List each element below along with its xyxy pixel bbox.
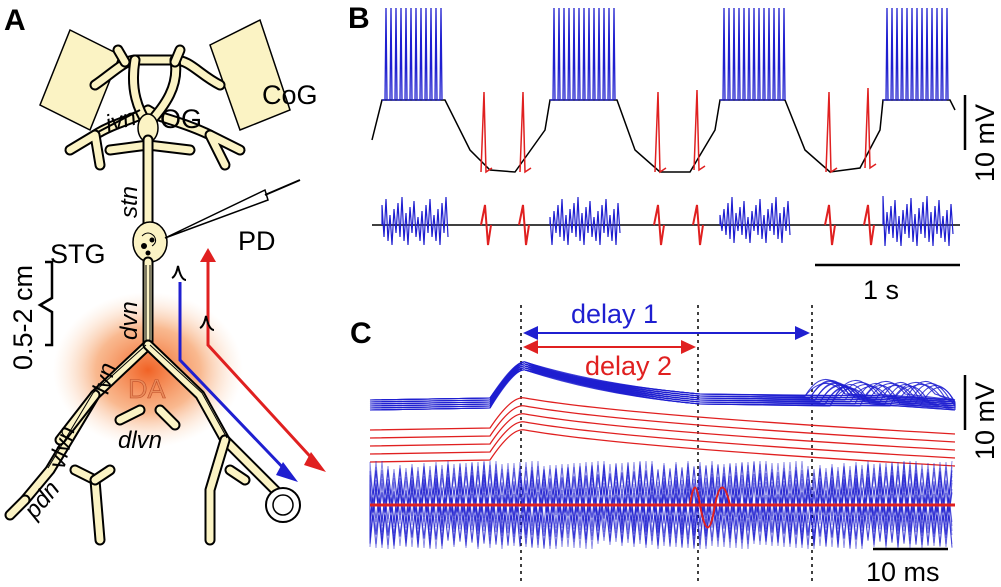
red-spike	[825, 91, 838, 174]
overlay-trace	[369, 361, 956, 403]
scale-c-voltage: 10 mV	[970, 382, 1000, 460]
overlay-trace	[369, 363, 956, 405]
red-overlay	[369, 429, 956, 467]
blue-arrow	[178, 282, 292, 477]
extracellular-red	[480, 204, 492, 246]
extracellular-red	[692, 204, 704, 246]
label-da: DA	[128, 374, 166, 404]
extracellular-red	[518, 204, 530, 246]
red-overlay	[369, 421, 956, 459]
extracellular-burst	[549, 196, 621, 246]
extracellular-red	[863, 204, 875, 246]
delay1-label: delay 1	[571, 299, 658, 329]
label-distance: 0.5-2 cm	[8, 265, 38, 370]
panel-c: C delay 1 delay 2 10 mV 10 ms	[350, 299, 1000, 587]
label-cog: CoG	[262, 80, 318, 110]
extracellular-trace	[372, 195, 960, 247]
red-overlay	[369, 413, 956, 451]
label-dlvn: dlvn	[118, 427, 162, 454]
red-arrow	[206, 258, 320, 467]
ring-electrode	[265, 487, 301, 523]
panel-b-label: B	[348, 2, 370, 35]
label-stg: STG	[50, 239, 106, 269]
burst-spikes	[382, 7, 443, 101]
red-overlay	[369, 405, 956, 443]
intracellular-trace	[371, 7, 956, 174]
panel-c-label: C	[350, 317, 372, 350]
stg-ganglion	[132, 221, 168, 263]
red-spike	[693, 89, 706, 172]
red-spike	[519, 91, 532, 174]
overlay-trace	[369, 365, 956, 407]
label-og: OG	[160, 104, 202, 134]
spike-icon	[171, 265, 187, 281]
cog-right	[209, 18, 291, 131]
scale-c-time: 10 ms	[866, 557, 940, 587]
noise-trace	[369, 460, 953, 550]
panel-a-diagram: A	[4, 4, 326, 546]
red-spike	[480, 91, 493, 174]
cog-left	[39, 28, 121, 132]
red-extracellular	[370, 486, 955, 529]
overlay-trace	[369, 369, 956, 411]
overlay-traces	[369, 361, 956, 467]
da-glow	[53, 292, 243, 448]
extracellular-burst	[719, 196, 791, 244]
spike-icon	[199, 315, 215, 331]
extracellular-burst	[381, 196, 449, 246]
label-stn: stn	[116, 186, 143, 218]
label-pd: PD	[238, 226, 276, 256]
burst-spikes	[720, 7, 786, 101]
label-dvn: dvn	[116, 301, 143, 340]
panel-b: B 10 mV 1 s	[348, 2, 1000, 305]
panel-a-label: A	[4, 4, 26, 37]
burst-spikes	[550, 7, 616, 101]
label-pdn: pdn	[18, 476, 65, 525]
label-vlvn: vlvn	[44, 423, 81, 471]
extracellular-red	[653, 204, 665, 246]
burst-spikes	[883, 7, 949, 101]
overlay-extracellular	[369, 460, 955, 550]
red-spike	[654, 91, 667, 174]
lower-nerves	[4, 339, 296, 546]
red-overlay	[369, 397, 956, 435]
extracellular-burst	[882, 195, 954, 247]
delay2-label: delay 2	[585, 351, 672, 381]
overlay-trace	[369, 367, 956, 409]
scale-b-voltage: 10 mV	[970, 104, 1000, 182]
scale-b-time: 1 s	[863, 275, 899, 305]
red-spike	[864, 87, 877, 170]
distance-bracket	[37, 260, 54, 347]
extracellular-red	[824, 204, 836, 246]
